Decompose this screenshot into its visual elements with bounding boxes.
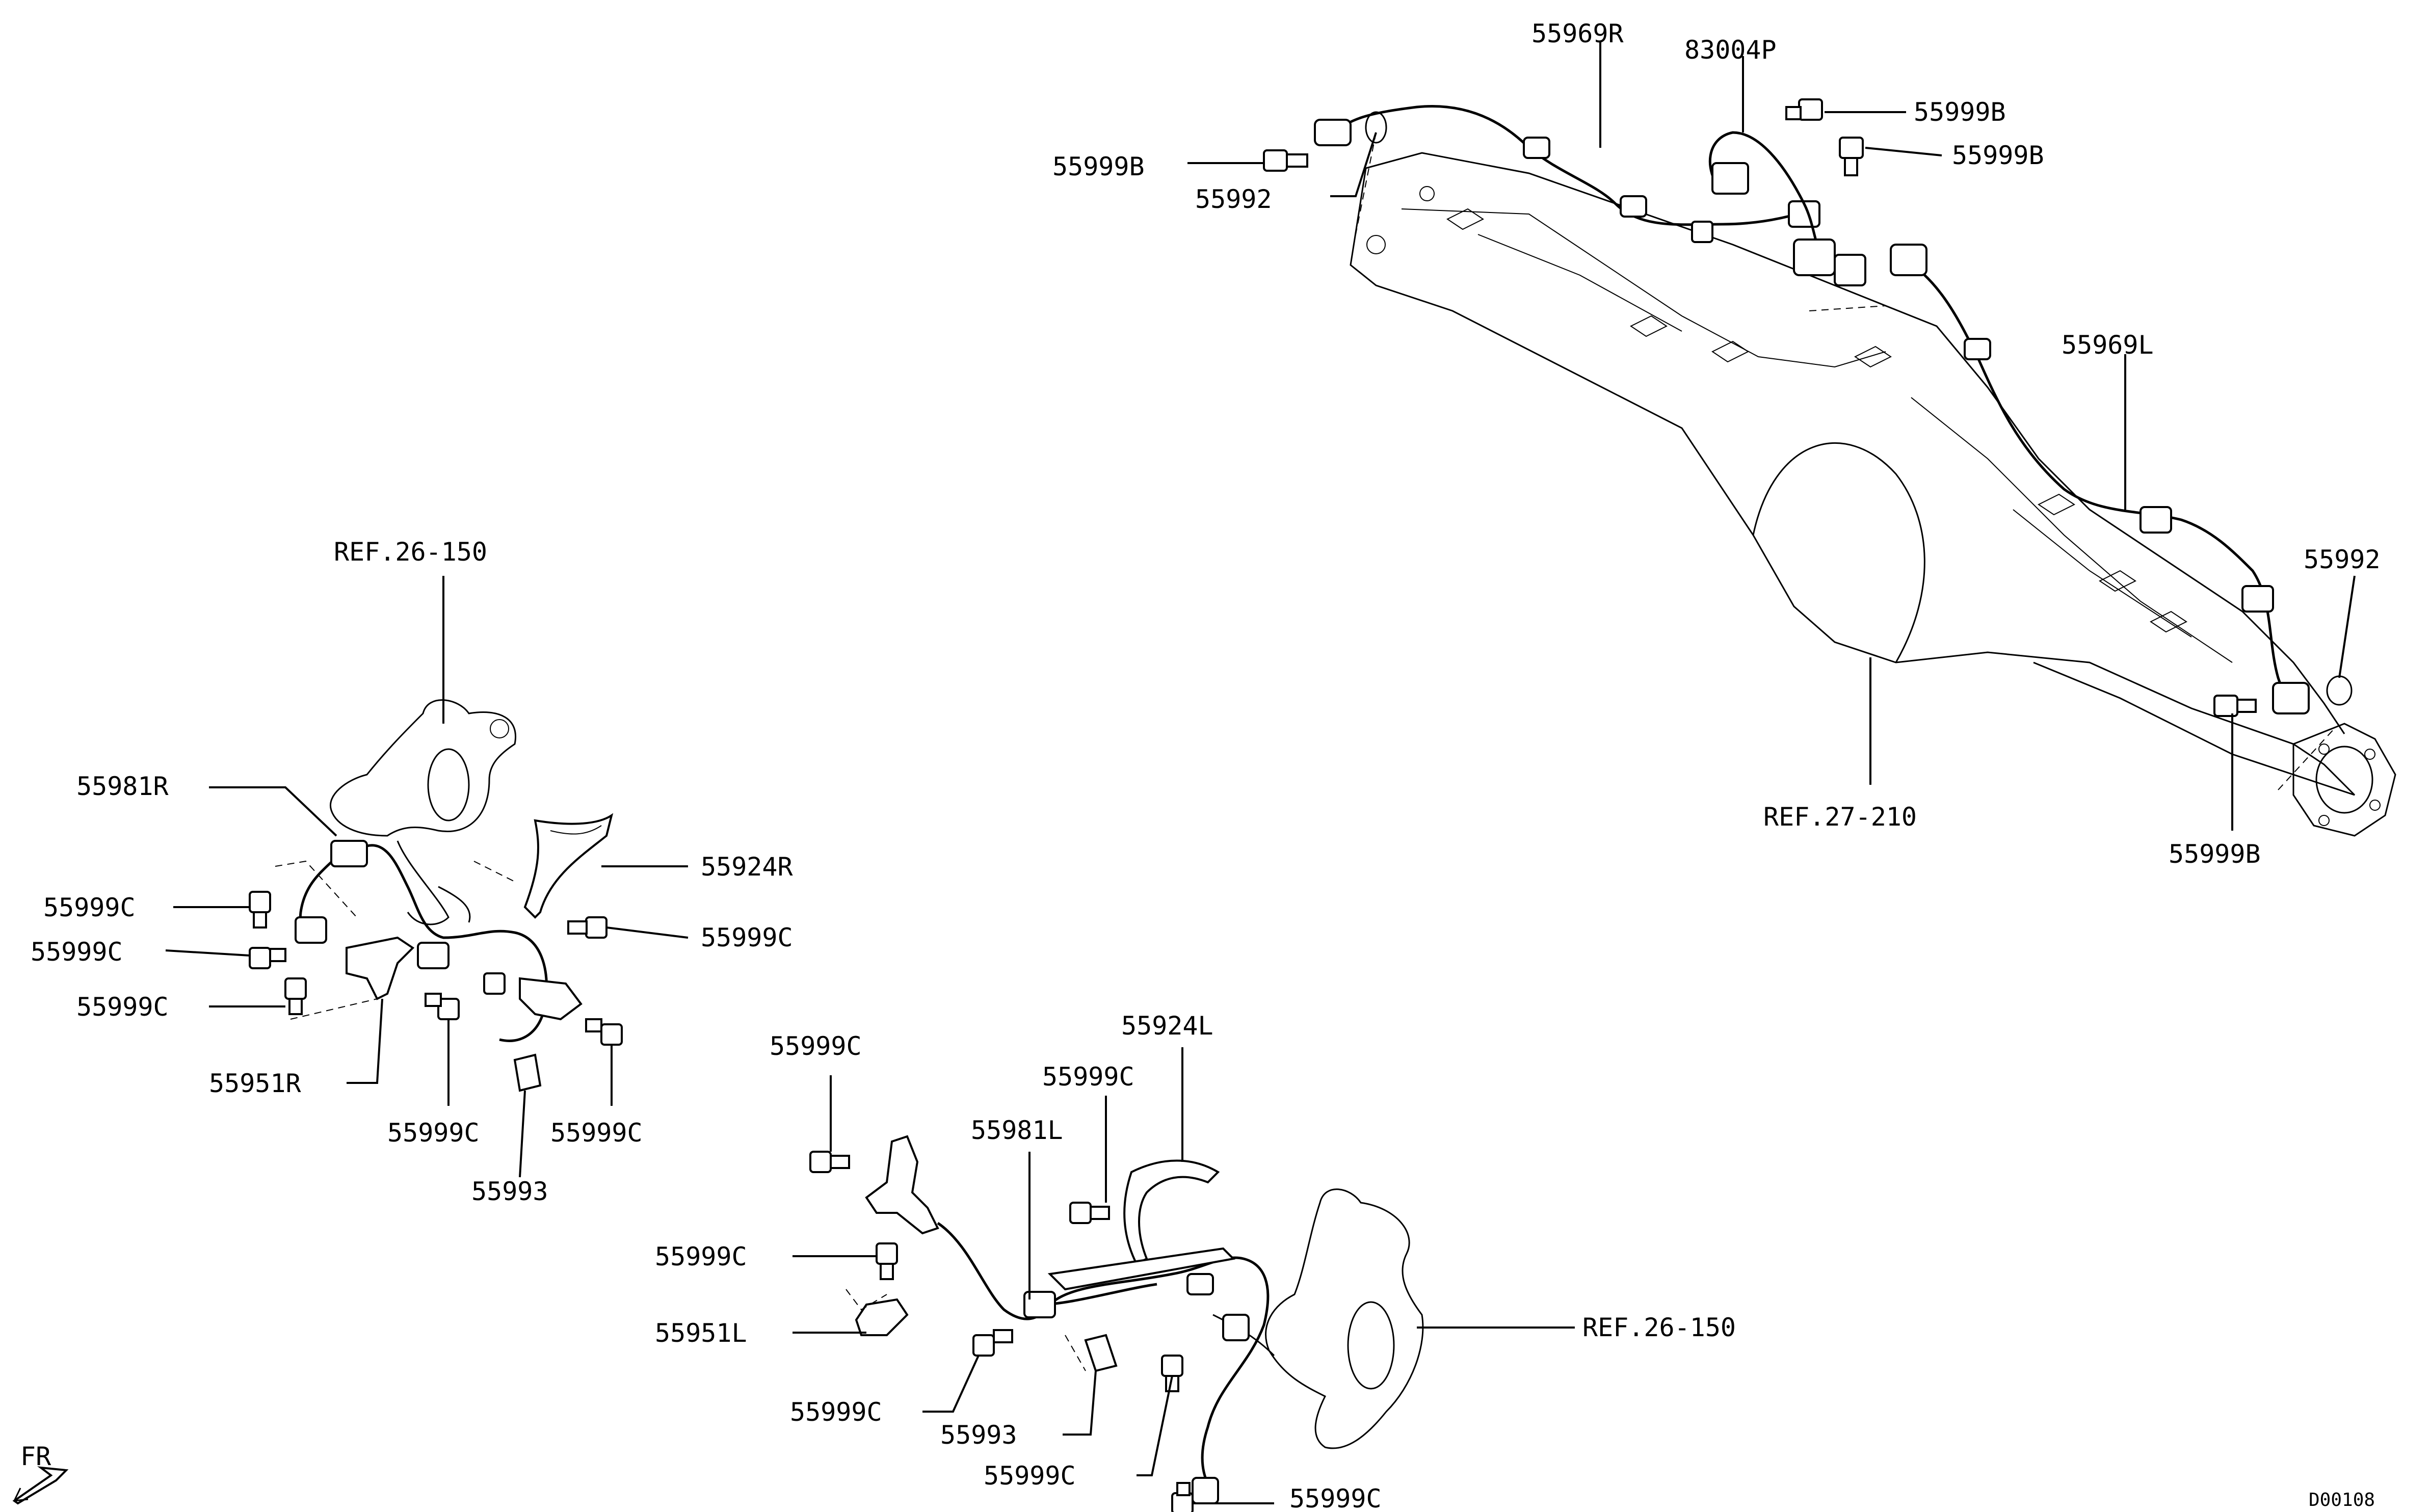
label-front-right-bolt: 55999C (43, 893, 136, 922)
bolt-icon (2213, 695, 2257, 717)
rear-abs-harness-left (1890, 244, 2310, 714)
o-ring-icon (2326, 675, 2353, 706)
label-front-left-bolt: 55999C (984, 1461, 1076, 1491)
label-front-left-bolt: 55999C (1289, 1484, 1382, 1512)
bolt-icon (249, 947, 286, 969)
front-right-knuckle (330, 699, 516, 925)
label-front-right-bracket: 55951R (209, 1069, 302, 1098)
front-right-fasteners (249, 891, 623, 1046)
bolt-icon (1785, 98, 1823, 121)
label-front-left-bolt: 55999C (790, 1397, 882, 1427)
label-front-right-sensor: 55981R (76, 772, 169, 801)
bolt-icon (876, 1242, 898, 1280)
direction-label: FR (20, 1442, 51, 1471)
bolt-icon (972, 1329, 1013, 1357)
label-rear-harness-right: 55969R (1531, 19, 1624, 48)
label-rear-o-ring: 55992 (1195, 184, 1272, 214)
label-rear-axle-ref: REF.27-210 (1763, 802, 1917, 832)
bolt-icon (1263, 149, 1308, 172)
bolt-icon (567, 916, 608, 939)
bolt-icon (284, 977, 307, 1015)
bolt-icon (809, 1151, 850, 1173)
bolt-icon (425, 993, 460, 1020)
front-left-knuckle (1212, 1188, 1424, 1449)
label-rear-connector: 83004P (1684, 35, 1777, 65)
bolt-icon (1839, 137, 1864, 176)
rear-fasteners (1263, 98, 2353, 717)
leader-lines (165, 41, 2356, 1504)
label-front-right-bolt: 55999C (31, 937, 123, 967)
label-front-right-guard: 55924R (701, 852, 794, 882)
rear-abs-harness-right (1314, 105, 1820, 243)
label-front-right-bolt: 55999C (76, 992, 169, 1022)
label-front-right-bolt: 55999C (550, 1118, 643, 1148)
label-front-left-bolt: 55999C (1042, 1062, 1134, 1092)
front-direction-indicator: FR (12, 1442, 69, 1505)
label-front-left-guard: 55924L (1121, 1011, 1213, 1041)
bolt-icon (249, 891, 271, 929)
o-ring-icon (1365, 111, 1387, 144)
bolt-icon (585, 1018, 623, 1046)
label-front-left-sensor: 55981L (971, 1116, 1063, 1145)
label-front-left-knuckle-ref: REF.26-150 (1582, 1313, 1736, 1342)
label-rear-bolt: 55999B (1914, 97, 2006, 127)
label-rear-o-ring: 55992 (2304, 545, 2381, 574)
front-right-sensor-assembly (275, 813, 614, 1092)
label-front-right-knuckle-ref: REF.26-150 (334, 537, 487, 567)
label-front-left-bolt: 55999C (655, 1242, 747, 1271)
bolt-icon (1069, 1202, 1110, 1224)
rear-connector (1708, 131, 1866, 286)
drawing-code: D00108 (2309, 1490, 2375, 1510)
label-front-left-bracket: 55951L (655, 1318, 747, 1348)
label-front-right-bolt: 55999C (387, 1118, 480, 1148)
front-left-sensor-assembly (846, 1135, 1270, 1504)
label-front-right-clip: 55993 (471, 1177, 548, 1206)
bolt-icon (1171, 1482, 1194, 1512)
label-rear-harness-left: 55969L (2062, 330, 2154, 360)
label-rear-bolt: 55999B (2169, 839, 2261, 869)
front-left-fasteners (809, 1151, 1194, 1512)
label-front-right-bolt: 55999C (701, 923, 793, 952)
arrow-down-left-icon (12, 1466, 69, 1505)
bolt-icon (1161, 1355, 1183, 1392)
rear-axle-housing (1350, 132, 2396, 837)
label-rear-bolt: 55999B (1052, 152, 1145, 181)
label-rear-bolt: 55999B (1952, 141, 2044, 170)
label-front-left-clip: 55993 (940, 1420, 1017, 1450)
part-labels: 55969R 83004P 55999B 55999B 55999B 55992… (31, 19, 2381, 1512)
label-front-left-bolt: 55999C (770, 1031, 862, 1061)
